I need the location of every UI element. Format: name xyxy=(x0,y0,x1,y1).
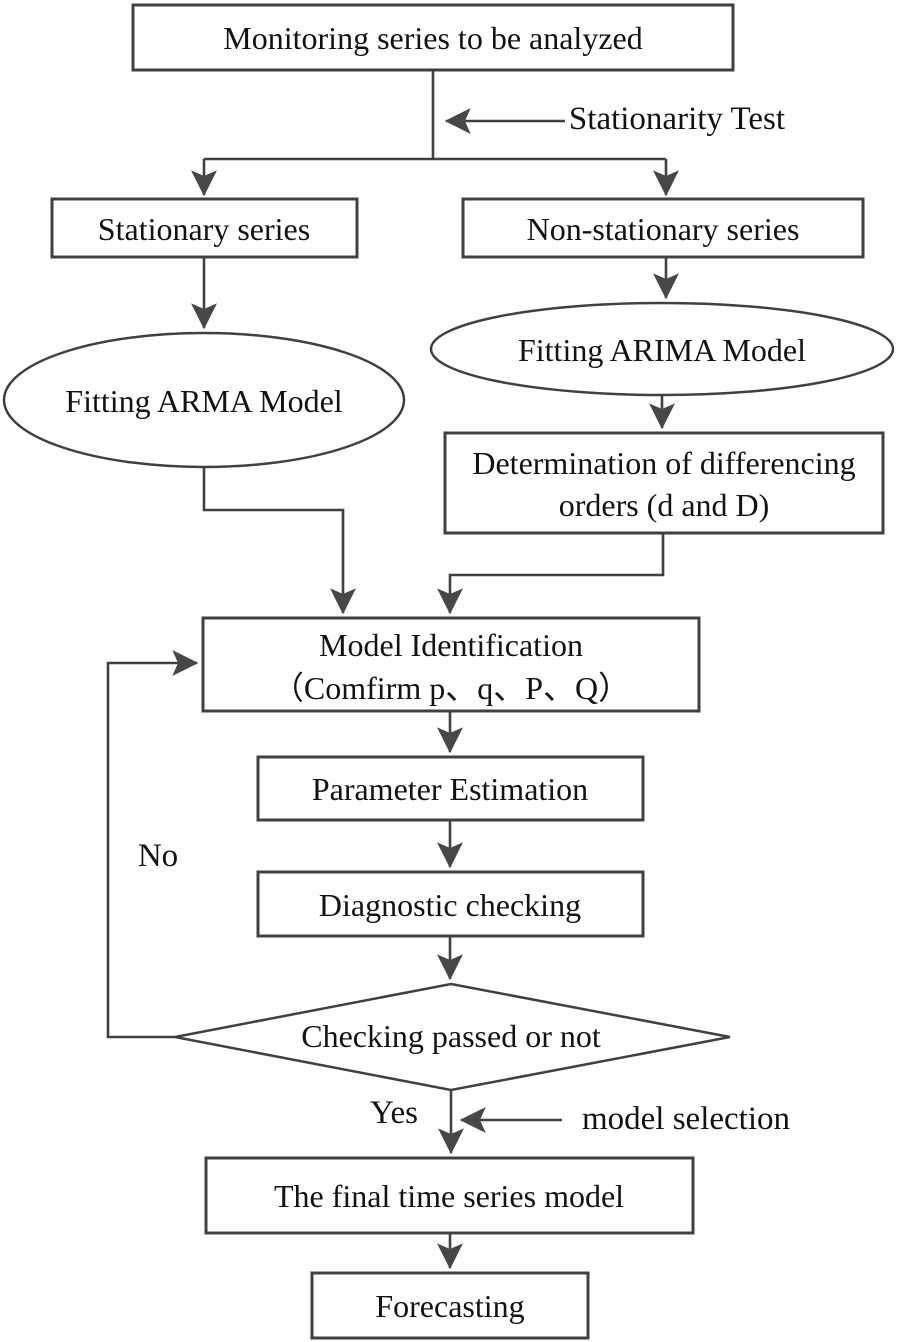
node-diagnostic-checking-label: Diagnostic checking xyxy=(319,887,581,923)
node-diagnostic-checking: Diagnostic checking xyxy=(256,870,645,938)
edge-label-no: No xyxy=(138,838,178,874)
node-differencing-orders: Determination of differencing orders (d … xyxy=(443,431,885,535)
node-parameter-estimation-label: Parameter Estimation xyxy=(312,771,588,807)
connector-no-loop xyxy=(106,650,199,1039)
node-fitting-arima: Fitting ARIMA Model xyxy=(429,301,895,397)
node-model-identification-shape xyxy=(201,616,701,713)
node-forecasting-label: Forecasting xyxy=(375,1288,524,1324)
connector-arma-identification xyxy=(202,467,356,615)
node-forecasting-shape xyxy=(310,1271,590,1340)
node-differencing-orders-line2: orders (d and D) xyxy=(559,487,770,523)
node-differencing-orders-shape xyxy=(443,431,885,535)
node-decision-checking-passed: Checking passed or not xyxy=(174,982,731,1092)
edge-label-stationarity-test: Stationarity Test xyxy=(569,101,785,137)
node-stationary-series-label: Stationary series xyxy=(98,211,310,247)
node-fitting-arima-label: Fitting ARIMA Model xyxy=(518,332,806,368)
node-decision-checking-passed-label: Checking passed or not xyxy=(301,1018,601,1054)
node-stationary-series-shape xyxy=(50,197,359,259)
node-monitoring-series-label: Monitoring series to be analyzed xyxy=(223,20,642,56)
node-diagnostic-checking-shape xyxy=(256,870,645,938)
node-parameter-estimation-shape xyxy=(256,755,645,822)
edge-label-yes: Yes xyxy=(370,1095,418,1131)
node-monitoring-series: Monitoring series to be analyzed xyxy=(131,3,735,72)
node-fitting-arma-label: Fitting ARMA Model xyxy=(65,383,343,419)
node-non-stationary-series-shape xyxy=(461,197,865,259)
node-model-identification: Model Identification （Comfirm p、q、P、Q） xyxy=(201,616,701,713)
node-fitting-arma: Fitting ARMA Model xyxy=(2,331,406,469)
node-non-stationary-series-label: Non-stationary series xyxy=(527,211,800,247)
node-differencing-orders-line1: Determination of differencing xyxy=(472,445,855,481)
node-decision-checking-passed-shape xyxy=(174,982,731,1092)
node-monitoring-series-shape xyxy=(131,3,735,72)
edge-label-model-selection: model selection xyxy=(582,1101,790,1137)
connector-differencing-identification xyxy=(437,533,665,615)
node-model-identification-line1: Model Identification xyxy=(319,627,583,663)
node-forecasting: Forecasting xyxy=(310,1271,590,1340)
node-final-model-label: The final time series model xyxy=(274,1178,624,1214)
node-fitting-arma-shape xyxy=(2,331,406,469)
node-fitting-arima-shape xyxy=(429,301,895,397)
node-model-identification-line2: （Comfirm p、q、P、Q） xyxy=(272,670,630,706)
node-parameter-estimation: Parameter Estimation xyxy=(256,755,645,822)
node-non-stationary-series: Non-stationary series xyxy=(461,197,865,259)
node-stationary-series: Stationary series xyxy=(50,197,359,259)
node-final-model-shape xyxy=(204,1156,695,1235)
node-final-model: The final time series model xyxy=(204,1156,695,1235)
